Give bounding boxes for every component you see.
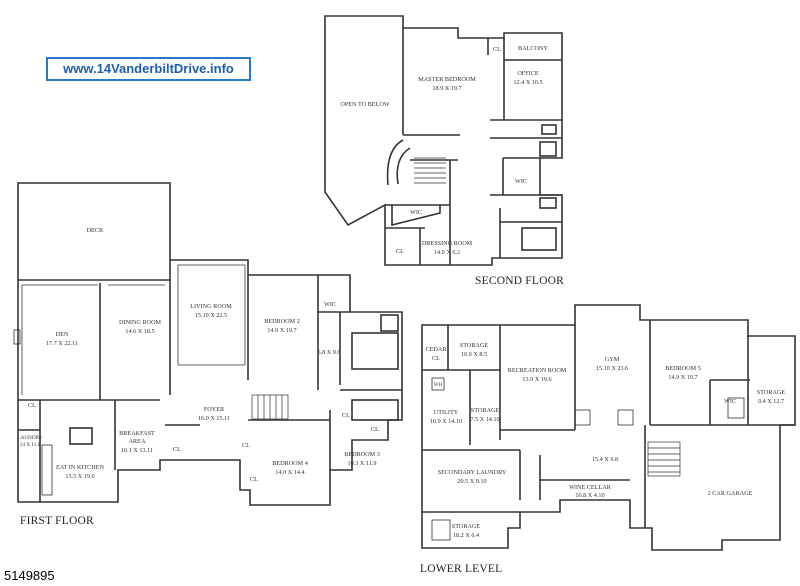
label-den-size: 17.7 X 22.11 xyxy=(46,340,78,347)
label-cl-1a: CL xyxy=(28,402,36,409)
label-bed3: BEDROOM 3 xyxy=(344,451,380,458)
label-den: DEN xyxy=(56,331,69,338)
label-dining-size: 14.6 X 18.5 xyxy=(125,328,154,335)
label-wic-2b: WIC xyxy=(410,209,422,216)
label-cl-2a: CL xyxy=(493,46,501,53)
label-breakfast-b: AREA xyxy=(129,438,146,445)
label-wh: WH xyxy=(434,382,443,388)
lower-level-outline xyxy=(421,304,796,551)
label-bed3-size: 10.3 X 11.9 xyxy=(348,460,377,467)
label-utility-size: 10.9 X 14.10 xyxy=(430,418,462,425)
label-cl-1c: CL xyxy=(242,442,250,449)
label-bed2-size: 14.9 X 19.7 xyxy=(267,327,296,334)
label-living-size: 15.10 X 22.5 xyxy=(195,312,227,319)
label-wine-size: 16.8 X 4.10 xyxy=(575,492,604,499)
second-floor-outline xyxy=(324,15,563,266)
label-wic-1: WIC xyxy=(324,301,336,308)
label-bed5: BEDROOM 5 xyxy=(665,365,701,372)
label-open-below: OPEN TO BELOW xyxy=(340,101,389,108)
title-lower-level: LOWER LEVEL xyxy=(420,563,502,575)
label-storage-2-size: 9.4 X 12.7 xyxy=(758,398,784,405)
label-bed2: BEDROOM 2 xyxy=(264,318,300,325)
label-wine: WINE CELLAR xyxy=(569,484,612,491)
listing-number: 5149895 xyxy=(4,568,55,583)
title-second-floor: SECOND FLOOR xyxy=(475,275,564,287)
label-garage: 2 CAR GARAGE xyxy=(708,490,753,497)
label-cl-1f: CL xyxy=(371,426,379,433)
label-hall-size: 6.8 X 9.6 xyxy=(317,349,340,356)
label-wic-2a: WIC xyxy=(515,178,527,185)
label-bed4-size: 14.0 X 14.4 xyxy=(275,469,304,476)
label-dining: DINING ROOM xyxy=(119,319,162,326)
title-first-floor: FIRST FLOOR xyxy=(20,515,94,527)
label-storage-4: STORAGE xyxy=(452,523,481,530)
label-living: LIVING ROOM xyxy=(190,303,232,310)
label-cl-l: CL xyxy=(432,355,440,362)
label-deck: DECK xyxy=(87,227,104,234)
label-cl-2b: CL xyxy=(396,248,404,255)
label-rec-size: 13.9 X 19.6 xyxy=(522,376,551,383)
label-office-size: 12.4 X 10.5 xyxy=(513,79,542,86)
label-gym: GYM xyxy=(605,356,620,363)
label-bed4: BEDROOM 4 xyxy=(272,460,308,467)
label-sec-laundry: SECONDARY LAUNDRY xyxy=(438,469,507,476)
label-wic-l: WIC xyxy=(724,398,736,405)
label-utility: UTILITY xyxy=(434,409,459,416)
label-cedar: CEDAR xyxy=(426,346,448,353)
first-floor-outline xyxy=(13,182,403,506)
label-storage-3: STORAGE xyxy=(471,407,500,414)
label-kitchen: EAT IN KITCHEN xyxy=(56,464,105,471)
label-storage-1: STORAGE xyxy=(460,342,489,349)
label-lower-hall-size: 15.4 X 9.8 xyxy=(592,456,618,463)
label-storage-1-size: 10.9 X 8.5 xyxy=(461,351,487,358)
label-balcony: BALCONY xyxy=(518,45,548,52)
label-foyer-size: 16.0 X 15.11 xyxy=(198,415,230,422)
label-office: OFFICE xyxy=(517,70,539,77)
label-storage-2: STORAGE xyxy=(757,389,786,396)
label-storage-3-size: 7.5 X 14.10 xyxy=(470,416,499,423)
label-master-size: 18.9 X 19.7 xyxy=(432,85,461,92)
label-cl-1b: CL xyxy=(173,446,181,453)
label-dressing-size: 14.0 X 6.2 xyxy=(434,249,460,256)
lower-level-stairs xyxy=(647,441,681,477)
website-banner[interactable]: www.14VanderbiltDrive.info xyxy=(46,57,251,81)
label-gym-size: 15.10 X 23.6 xyxy=(596,365,628,372)
room-labels: OPEN TO BELOW MASTER BEDROOM 18.9 X 19.7… xyxy=(17,45,785,539)
label-breakfast-size: 10.1 X 13.11 xyxy=(121,447,153,454)
label-bed5-size: 14.9 X 19.7 xyxy=(668,374,697,381)
label-master: MASTER BEDROOM xyxy=(418,76,476,83)
label-foyer: FOYER xyxy=(204,406,225,413)
label-laundry-size: 14 X 11.8 xyxy=(20,442,41,448)
label-sec-laundry-size: 20.5 X 9.10 xyxy=(457,478,486,485)
label-dressing: DRESSING ROOM xyxy=(422,240,473,247)
label-kitchen-size: 15.5 X 19.0 xyxy=(65,473,94,480)
website-link[interactable]: www.14VanderbiltDrive.info xyxy=(63,61,234,76)
label-cl-1e: CL xyxy=(342,412,350,419)
label-storage-4-size: 18.2 X 6.4 xyxy=(453,532,479,539)
label-laundry: LAUNDRY xyxy=(17,435,42,441)
label-cl-1d: CL xyxy=(250,476,258,483)
second-floor-stairs xyxy=(414,157,446,184)
first-floor-stairs xyxy=(251,394,289,420)
label-breakfast-a: BREAKFAST xyxy=(119,430,155,437)
label-rec: RECREATION ROOM xyxy=(508,367,567,374)
